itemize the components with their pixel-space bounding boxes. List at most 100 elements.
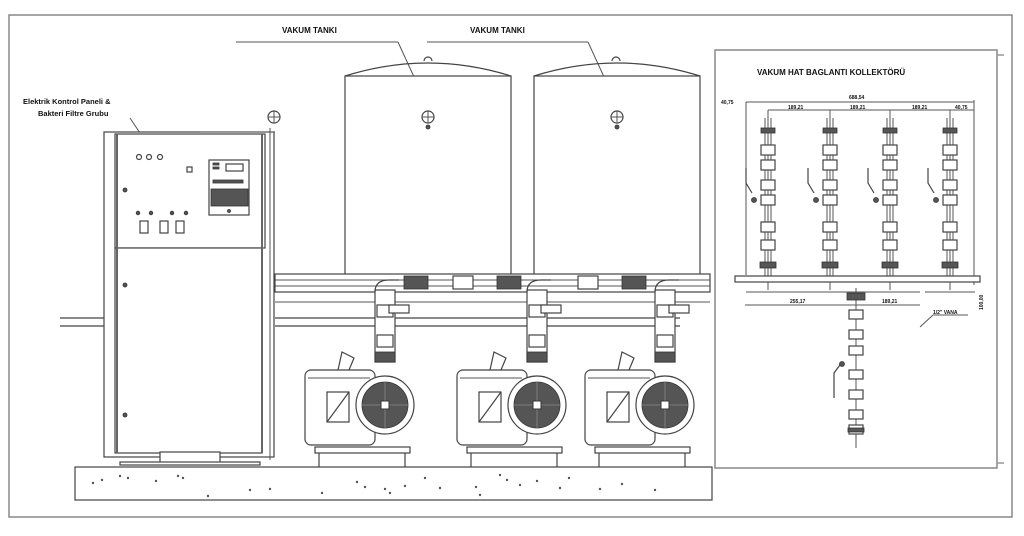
fitting (882, 159, 898, 171)
aggregate-mark (423, 476, 427, 480)
aggregate-mark (620, 482, 624, 486)
fitting (760, 221, 776, 233)
pump-inlet (489, 351, 507, 371)
pump-riser-pipe (374, 289, 396, 363)
elbow-fitting (654, 279, 679, 293)
fitting (942, 179, 958, 191)
pump-group (304, 279, 695, 467)
aggregate-mark (355, 480, 359, 484)
aggregate-mark (388, 491, 392, 495)
panel-label-line2: Bakteri Filtre Grubu (38, 109, 109, 118)
dim-total-width: 688,54 (849, 95, 865, 101)
fitting (822, 239, 838, 251)
valve-handle (388, 304, 410, 314)
aggregate-mark (474, 485, 478, 489)
fitting (822, 159, 838, 171)
indicator-light-icon (145, 153, 153, 161)
dim-height: 100,00 (979, 294, 985, 310)
aggregate-mark (478, 493, 482, 497)
aggregate-mark (363, 485, 367, 489)
dim-spacing-3: 189,21 (912, 105, 928, 111)
dim-spacing-1: 189,21 (788, 105, 804, 111)
aggregate-mark (438, 486, 442, 490)
valve-handle (540, 304, 562, 314)
pump-base-frame (314, 446, 411, 454)
aggregate-mark (383, 487, 387, 491)
aggregate-mark (126, 476, 130, 480)
fitting (882, 239, 898, 251)
fitting (882, 221, 898, 233)
fitting (760, 194, 776, 206)
dim-bottom-left: 255,17 (790, 299, 806, 305)
outlet-valve-note: 1/2" VANA (933, 310, 958, 316)
pump-riser-pipe (526, 289, 548, 363)
fitting (822, 179, 838, 191)
fitting (942, 239, 958, 251)
fitting (848, 329, 864, 340)
collector-branch (927, 110, 959, 290)
fitting (848, 409, 864, 420)
fitting (848, 389, 864, 400)
valve-element (577, 275, 599, 290)
fitting (882, 179, 898, 191)
aggregate-mark (248, 488, 252, 492)
fitting (848, 345, 864, 356)
tank1-label: VAKUM TANKI (282, 26, 337, 35)
indicator-light-icon (156, 153, 164, 161)
pump-inlet (337, 351, 355, 371)
vacuum-tank-1 (344, 56, 512, 277)
fitting (848, 309, 864, 320)
fitting (822, 194, 838, 206)
vacuum-pump (304, 279, 415, 467)
hose-connector (882, 127, 898, 134)
collector-branch (745, 110, 777, 290)
filter-element (621, 275, 647, 290)
aggregate-mark (653, 488, 657, 492)
aggregate-mark (505, 478, 509, 482)
nut (881, 261, 899, 269)
ball-valve-handle (745, 168, 753, 194)
concrete-base (74, 466, 713, 501)
collector-branch (807, 110, 839, 290)
hose-connector (942, 127, 958, 134)
nut (847, 427, 865, 433)
aggregate-mark (535, 479, 539, 483)
vacuum-pump (584, 279, 695, 467)
dim-spacing-2: 189,21 (850, 105, 866, 111)
ball-valve-handle (867, 168, 875, 194)
aggregate-mark (176, 474, 180, 478)
fitting (760, 239, 776, 251)
filter-element (403, 275, 429, 290)
aggregate-mark (498, 473, 502, 477)
lower-header-pipe (60, 301, 710, 327)
dim-right-offset: 40,75 (955, 105, 968, 111)
nut (941, 261, 959, 269)
switch-icon (139, 220, 149, 234)
sheet-frame (8, 14, 1013, 518)
switch-icon (175, 220, 185, 234)
dim-left-offset: 40,75 (721, 100, 734, 106)
controller-display (208, 159, 250, 216)
fitting (848, 369, 864, 380)
elbow-fitting (526, 279, 551, 293)
fitting (822, 144, 838, 156)
fitting (942, 159, 958, 171)
aggregate-mark (558, 486, 562, 490)
fitting (760, 159, 776, 171)
valve-handle (668, 304, 690, 314)
aggregate-mark (154, 479, 158, 483)
pump-base-frame (466, 446, 563, 454)
pump-base-frame (594, 446, 691, 454)
filter-element (496, 275, 522, 290)
aggregate-mark (567, 476, 571, 480)
aggregate-mark (100, 478, 104, 482)
collector-detail-panel: VAKUM HAT BAGLANTI KOLLEKTÖRÜ 40,75 688,… (714, 49, 1004, 469)
elbow-fitting (374, 279, 399, 293)
aggregate-mark (118, 474, 122, 478)
fitting (882, 194, 898, 206)
nut (759, 261, 777, 269)
aggregate-mark (403, 484, 407, 488)
fitting (760, 179, 776, 191)
ball-valve-handle (833, 364, 841, 398)
